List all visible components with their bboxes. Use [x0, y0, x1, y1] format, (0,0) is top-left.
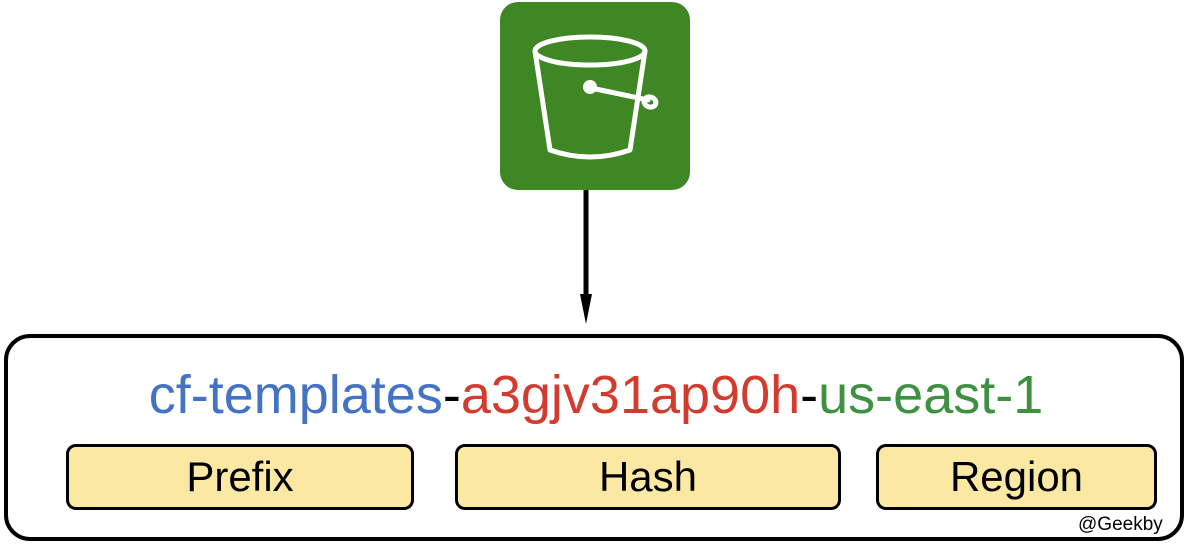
bucket-name-region: us-east-1: [818, 365, 1044, 425]
bucket-name-prefix: cf-templates: [148, 365, 443, 425]
bucket-name-hash: a3gjv31ap90h: [460, 365, 801, 425]
s3-bucket-icon: [532, 34, 659, 160]
bucket-name-separator: -: [442, 365, 461, 425]
s3-bucket-tile: [500, 2, 690, 190]
region-label: Region: [876, 444, 1157, 510]
hash-label: Hash: [455, 444, 841, 510]
down-arrow: [580, 190, 592, 325]
watermark: @Geekby: [1078, 514, 1163, 535]
bucket-name: cf-templates-a3gjv31ap90h-us-east-1: [0, 360, 1192, 430]
bucket-name-separator: -: [800, 365, 819, 425]
prefix-label: Prefix: [66, 444, 414, 510]
